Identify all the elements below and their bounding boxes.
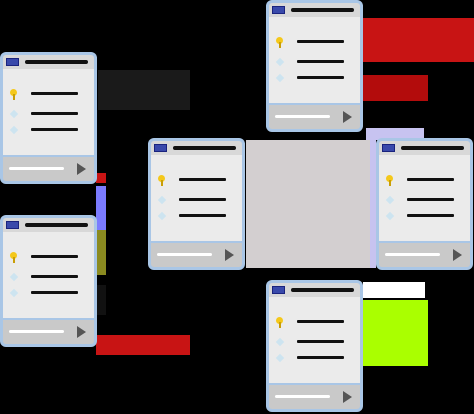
title-bar[interactable]: [269, 283, 360, 297]
list-item[interactable]: [275, 317, 354, 328]
list-item[interactable]: [385, 211, 464, 221]
list-item[interactable]: [9, 125, 88, 135]
status-line: [9, 330, 64, 333]
window-bottom-right[interactable]: [266, 280, 363, 412]
diamond-icon: [157, 195, 167, 205]
red-bar-bottom: [96, 335, 190, 355]
window-right[interactable]: [376, 138, 473, 270]
status-line: [275, 115, 330, 118]
list-item[interactable]: [157, 175, 236, 186]
key-icon: [385, 175, 395, 186]
title-bar[interactable]: [3, 55, 94, 69]
list-item[interactable]: [275, 57, 354, 67]
title-bar[interactable]: [3, 218, 94, 232]
dark-panel: [98, 70, 190, 110]
window-center[interactable]: [148, 138, 245, 270]
key-icon: [275, 37, 285, 48]
window-top-right[interactable]: [266, 0, 363, 132]
window-body: [269, 297, 360, 383]
status-line: [157, 253, 212, 256]
status-line: [275, 395, 330, 398]
window-footer: [269, 105, 360, 129]
list-item[interactable]: [275, 353, 354, 363]
window-icon: [154, 144, 167, 152]
window-body: [151, 155, 242, 241]
title-line: [401, 146, 464, 150]
window-footer: [269, 385, 360, 409]
lime-panel: [363, 300, 428, 366]
diamond-icon: [385, 195, 395, 205]
key-icon: [9, 89, 19, 100]
diamond-icon: [157, 211, 167, 221]
diamond-icon: [9, 272, 19, 282]
list-item[interactable]: [385, 175, 464, 186]
red-marker: [96, 173, 106, 183]
list-item[interactable]: [9, 109, 88, 119]
key-icon: [9, 252, 19, 263]
title-bar[interactable]: [151, 141, 242, 155]
diamond-icon: [9, 288, 19, 298]
play-icon[interactable]: [77, 326, 86, 338]
list-item[interactable]: [275, 37, 354, 48]
red-banner-small: [363, 75, 428, 101]
window-icon: [272, 286, 285, 294]
diamond-icon: [275, 337, 285, 347]
title-line: [291, 288, 354, 292]
list-item[interactable]: [157, 195, 236, 205]
window-top-left[interactable]: [0, 52, 97, 184]
play-icon[interactable]: [453, 249, 462, 261]
window-footer: [3, 320, 94, 344]
window-icon: [6, 221, 19, 229]
title-line: [25, 60, 88, 64]
list-item[interactable]: [275, 73, 354, 83]
window-footer: [151, 243, 242, 267]
play-icon[interactable]: [343, 391, 352, 403]
content-canvas: [246, 140, 370, 268]
key-icon: [157, 175, 167, 186]
list-item[interactable]: [275, 337, 354, 347]
status-line: [385, 253, 440, 256]
blue-strip: [96, 186, 106, 230]
diamond-icon: [275, 73, 285, 83]
window-icon: [272, 6, 285, 14]
status-line: [9, 167, 64, 170]
title-line: [25, 223, 88, 227]
window-body: [379, 155, 470, 241]
diamond-icon: [9, 109, 19, 119]
play-icon[interactable]: [343, 111, 352, 123]
list-item[interactable]: [157, 211, 236, 221]
list-item[interactable]: [9, 288, 88, 298]
key-icon: [275, 317, 285, 328]
play-icon[interactable]: [225, 249, 234, 261]
list-item[interactable]: [9, 89, 88, 100]
title-bar[interactable]: [379, 141, 470, 155]
window-body: [269, 17, 360, 103]
window-icon: [382, 144, 395, 152]
olive-strip: [96, 230, 106, 275]
title-bar[interactable]: [269, 3, 360, 17]
white-strip: [363, 282, 425, 298]
diamond-icon: [275, 57, 285, 67]
window-body: [3, 69, 94, 155]
window-footer: [3, 157, 94, 181]
window-mid-left[interactable]: [0, 215, 97, 347]
red-banner-large: [363, 18, 474, 62]
window-body: [3, 232, 94, 318]
diamond-icon: [275, 353, 285, 363]
diamond-icon: [9, 125, 19, 135]
dark-strip: [96, 285, 106, 315]
diamond-icon: [385, 211, 395, 221]
list-item[interactable]: [385, 195, 464, 205]
lavender-side: [366, 140, 376, 268]
list-item[interactable]: [9, 252, 88, 263]
title-line: [291, 8, 354, 12]
window-icon: [6, 58, 19, 66]
window-footer: [379, 243, 470, 267]
lavender-tab: [366, 128, 424, 140]
play-icon[interactable]: [77, 163, 86, 175]
list-item[interactable]: [9, 272, 88, 282]
title-line: [173, 146, 236, 150]
